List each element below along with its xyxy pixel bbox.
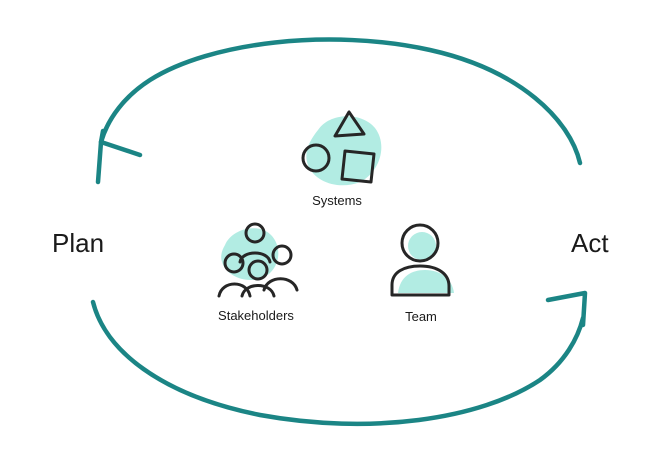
people-group-icon xyxy=(217,222,299,298)
team-head xyxy=(400,223,440,263)
team-label: Team xyxy=(405,309,437,324)
circle-icon xyxy=(301,143,331,173)
person-left-head xyxy=(223,252,245,274)
top-arrowhead xyxy=(95,128,143,185)
stakeholders-node: Stakeholders xyxy=(217,222,299,323)
top-cycle-arrow xyxy=(95,37,583,185)
person-front-head xyxy=(247,259,269,281)
act-label: Act xyxy=(571,228,609,258)
person-right-head xyxy=(271,244,293,266)
systems-label: Systems xyxy=(312,193,362,208)
person-front-body xyxy=(240,284,276,298)
team-body xyxy=(390,264,451,297)
bottom-arrowhead xyxy=(545,290,588,328)
person-left-body xyxy=(217,282,252,298)
person-top-head xyxy=(244,222,266,244)
shapes-icon xyxy=(301,110,382,186)
bottom-cycle-arrow xyxy=(90,290,588,427)
team-head-accent xyxy=(408,232,436,260)
team-node: Team xyxy=(390,223,454,324)
top-arc xyxy=(98,37,583,166)
team-body-accent xyxy=(398,270,454,293)
systems-node: Systems xyxy=(301,110,382,208)
stakeholders-label: Stakeholders xyxy=(218,308,294,323)
square-icon xyxy=(340,149,376,184)
bottom-arc xyxy=(90,299,586,427)
person-icon xyxy=(390,223,454,297)
plan-label: Plan xyxy=(52,228,104,258)
triangle-icon xyxy=(333,110,366,138)
